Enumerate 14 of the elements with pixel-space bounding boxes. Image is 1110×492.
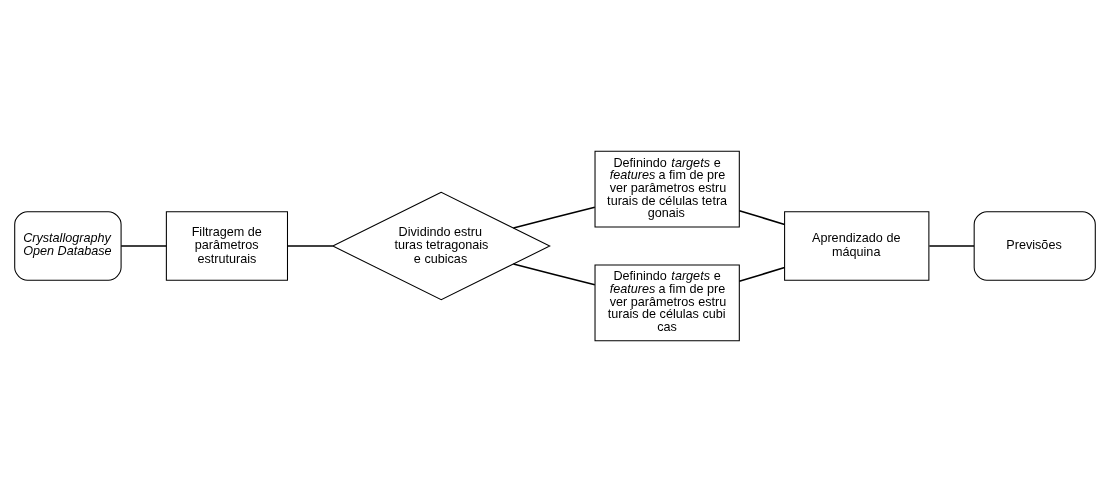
node-box: Definindo targets e features a fim de pre ver parâmetros estru turais de células tetra gonais <box>594 150 740 228</box>
connector <box>738 209 786 226</box>
node-box: Crystallography Open Database <box>14 211 122 281</box>
node-box: Definindo targets e features a fim de pre ver parâmetros estru turais de células cubi cas <box>594 264 740 342</box>
node-box: Aprendizado de máquina <box>784 211 930 281</box>
connector <box>120 245 168 247</box>
node-box: Filtragem de parâmetros estruturais <box>165 211 288 281</box>
node-diamond: Dividindo estru turas tetragonais e cubicas <box>331 191 551 301</box>
connector <box>512 206 596 229</box>
connector <box>286 245 334 247</box>
node-box: Previsões <box>973 211 1096 281</box>
connector <box>738 266 786 283</box>
connector <box>512 263 596 286</box>
connector <box>928 245 975 247</box>
